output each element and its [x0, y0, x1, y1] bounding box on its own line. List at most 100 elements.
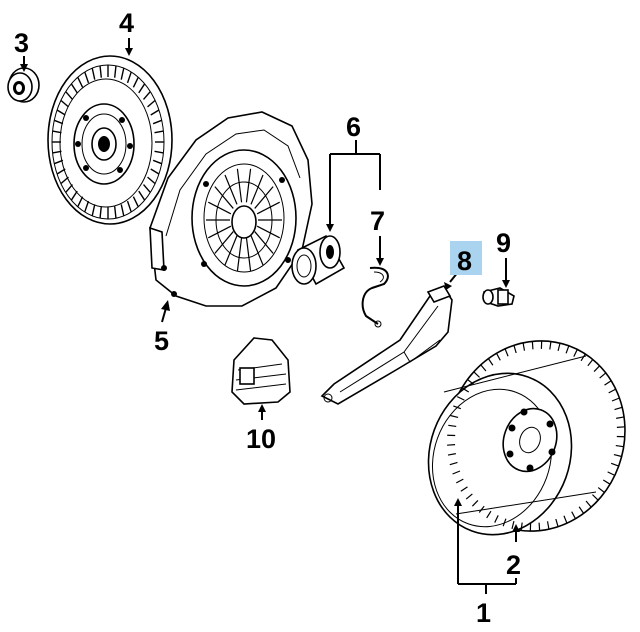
disc-ticks-stroke	[60, 99, 69, 108]
disc-ticks-stroke	[154, 150, 164, 154]
flywheel-teeth-stroke	[608, 388, 617, 394]
flywheel-teeth-stroke	[587, 359, 594, 367]
flywheel-teeth-stroke	[616, 416, 625, 419]
flywheel-teeth-stroke	[455, 478, 464, 484]
callout-4: 4	[119, 8, 134, 38]
flywheel-teeth-stroke	[602, 479, 611, 485]
flywheel-teeth-stroke	[593, 365, 601, 373]
flywheel-teeth-stroke	[447, 453, 456, 456]
flywheel-teeth-stroke	[604, 380, 612, 386]
disc-ticks-stroke	[150, 109, 160, 116]
disc-ticks-stroke	[138, 83, 146, 94]
flywheel-teeth-stroke	[531, 341, 534, 350]
callout-3: 3	[14, 28, 29, 58]
flywheel-teeth-stroke	[549, 341, 552, 350]
pivot-bolt-drawing	[482, 287, 515, 307]
callout-labels: 3 4 5 6 7 8 9 10 2 1	[14, 8, 521, 628]
disc-ticks-stroke	[52, 130, 62, 134]
flywheel-teeth-stroke	[538, 522, 541, 531]
flywheel-teeth-stroke	[486, 510, 492, 519]
plate-fingers-stroke	[214, 231, 234, 254]
release-fork-drawing	[320, 285, 453, 405]
flywheel-teeth-stroke	[449, 461, 458, 466]
plate-fingers-stroke	[245, 237, 252, 272]
flywheel-teeth-stroke	[546, 521, 550, 530]
flywheel-teeth-stroke	[480, 364, 487, 372]
flywheel-teeth-stroke	[607, 471, 616, 476]
flywheel-teeth-stroke	[597, 487, 605, 493]
disc-ticks-stroke	[77, 76, 84, 88]
disc-ticks-stroke	[152, 159, 162, 165]
callout-6: 6	[346, 112, 361, 142]
disc-ticks-stroke	[99, 65, 103, 78]
leader-lines	[20, 38, 520, 594]
flywheel-teeth-stroke	[613, 453, 622, 458]
flywheel-teeth-stroke	[452, 470, 461, 475]
callout-2: 2	[506, 550, 521, 580]
flywheel-teeth-stroke	[487, 358, 494, 366]
flywheel-teeth-stroke	[467, 379, 475, 385]
flywheel-teeth-stroke	[520, 522, 523, 531]
flywheel-teeth-stroke	[448, 424, 457, 428]
plate-fingers-stroke	[236, 168, 243, 203]
plate-fingers-stroke	[214, 186, 234, 209]
retaining-clip-drawing	[361, 266, 389, 328]
flywheel-teeth-stroke	[513, 345, 517, 354]
flywheel-teeth-stroke	[460, 486, 468, 492]
disc-ticks-stroke	[154, 130, 164, 134]
callout-8-highlight	[450, 241, 482, 275]
disc-ticks-stroke	[99, 206, 103, 219]
flywheel-teeth-stroke	[614, 406, 623, 411]
disc-ticks-stroke	[147, 99, 156, 108]
plate-fingers-stroke	[254, 231, 274, 254]
disc-ticks-stroke	[120, 204, 125, 217]
disc-ticks-stroke	[54, 119, 64, 125]
flywheel-teeth-stroke	[465, 493, 473, 500]
callout-5: 5	[154, 326, 169, 356]
flywheel-teeth-stroke	[494, 515, 499, 523]
flywheel-teeth-stroke	[473, 371, 480, 378]
plate-fingers-stroke	[208, 225, 232, 239]
flywheel-teeth-stroke	[557, 342, 561, 352]
flywheel-teeth-stroke	[461, 387, 470, 393]
release-bearing-drawing	[291, 234, 346, 286]
plate-fingers-stroke	[250, 174, 264, 205]
flywheel-drawing	[427, 340, 626, 536]
flywheel-teeth-stroke	[502, 518, 507, 527]
disc-ticks-stroke	[60, 176, 69, 185]
disc-ticks-stroke	[91, 67, 96, 80]
flywheel-teeth-stroke	[571, 511, 577, 520]
disc-ticks-stroke	[56, 109, 66, 116]
flywheel-teeth-stroke	[616, 426, 625, 428]
disc-ticks-stroke	[120, 67, 125, 80]
flywheel-teeth-stroke	[447, 444, 456, 446]
disc-ticks-stroke	[77, 196, 84, 208]
flywheel-teeth-stroke	[456, 396, 465, 401]
callout-1: 1	[476, 598, 491, 628]
disc-ticks-stroke	[52, 150, 62, 154]
disc-ticks-stroke	[126, 200, 132, 213]
flywheel-teeth-stroke	[522, 342, 526, 351]
disc-ticks-stroke	[113, 65, 117, 78]
disc-ticks-stroke	[138, 190, 146, 201]
flywheel-teeth-stroke	[495, 352, 501, 361]
callout-9: 9	[496, 228, 511, 258]
disc-ticks-stroke	[65, 91, 74, 100]
pilot-bearing-drawing	[7, 67, 40, 103]
flywheel-teeth-stroke	[615, 444, 624, 448]
flywheel-teeth-stroke	[478, 505, 485, 513]
plate-fingers-stroke	[256, 225, 280, 239]
flywheel-teeth-stroke	[511, 520, 515, 530]
callout-10: 10	[246, 424, 276, 454]
disc-ticks-stroke	[147, 176, 156, 185]
disc-ticks-stroke	[132, 196, 139, 208]
flywheel-teeth-stroke	[592, 494, 599, 501]
flywheel-teeth-stroke	[450, 414, 459, 419]
plate-fingers-stroke	[245, 168, 252, 203]
callout-8: 8	[457, 246, 472, 276]
flywheel-teeth-stroke	[565, 345, 570, 354]
plate-fingers-stroke	[256, 201, 280, 215]
disc-ticks-stroke	[70, 83, 78, 94]
flywheel-teeth-stroke	[610, 462, 619, 467]
